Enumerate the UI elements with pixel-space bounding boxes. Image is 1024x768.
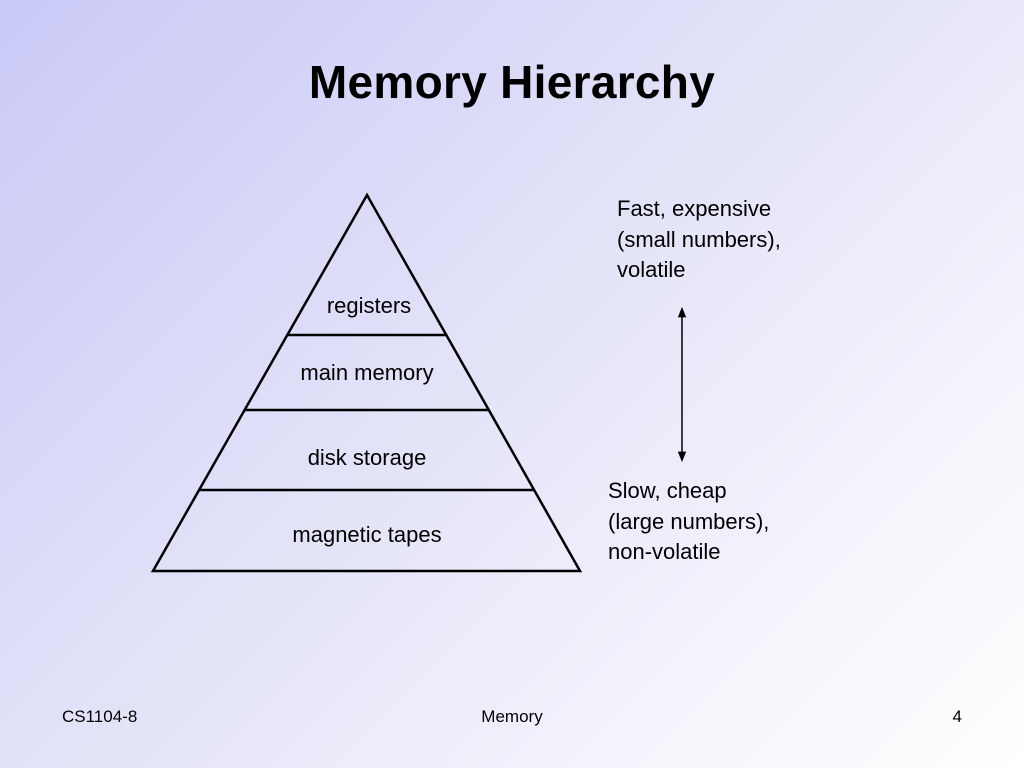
note-top-line: (small numbers), — [617, 226, 781, 252]
pyramid-level-magnetic-tapes: magnetic tapes — [292, 522, 441, 547]
note-top-line: Fast, expensive — [617, 196, 772, 221]
note-bottom-line: non-volatile — [608, 539, 721, 564]
note-fast-expensive: Fast, expensive (small numbers), volatil… — [617, 194, 857, 286]
footer-topic: Memory — [481, 707, 543, 726]
footer-course-code: CS1104-8 — [62, 707, 138, 726]
footer-page-number: 4 — [952, 707, 962, 726]
slide-title: Memory Hierarchy — [308, 56, 716, 108]
note-bottom-line: Slow, cheap — [608, 478, 727, 503]
pyramid-level-registers: registers — [327, 293, 411, 318]
pyramid-level-disk-storage: disk storage — [308, 445, 427, 470]
note-top-line: volatile — [617, 257, 686, 282]
pyramid-level-main-memory: main memory — [300, 360, 433, 385]
note-bottom-line: (large numbers), — [608, 508, 770, 534]
note-slow-cheap: Slow, cheap (large numbers), non-volatil… — [608, 476, 848, 568]
pyramid-outline — [150, 192, 583, 573]
